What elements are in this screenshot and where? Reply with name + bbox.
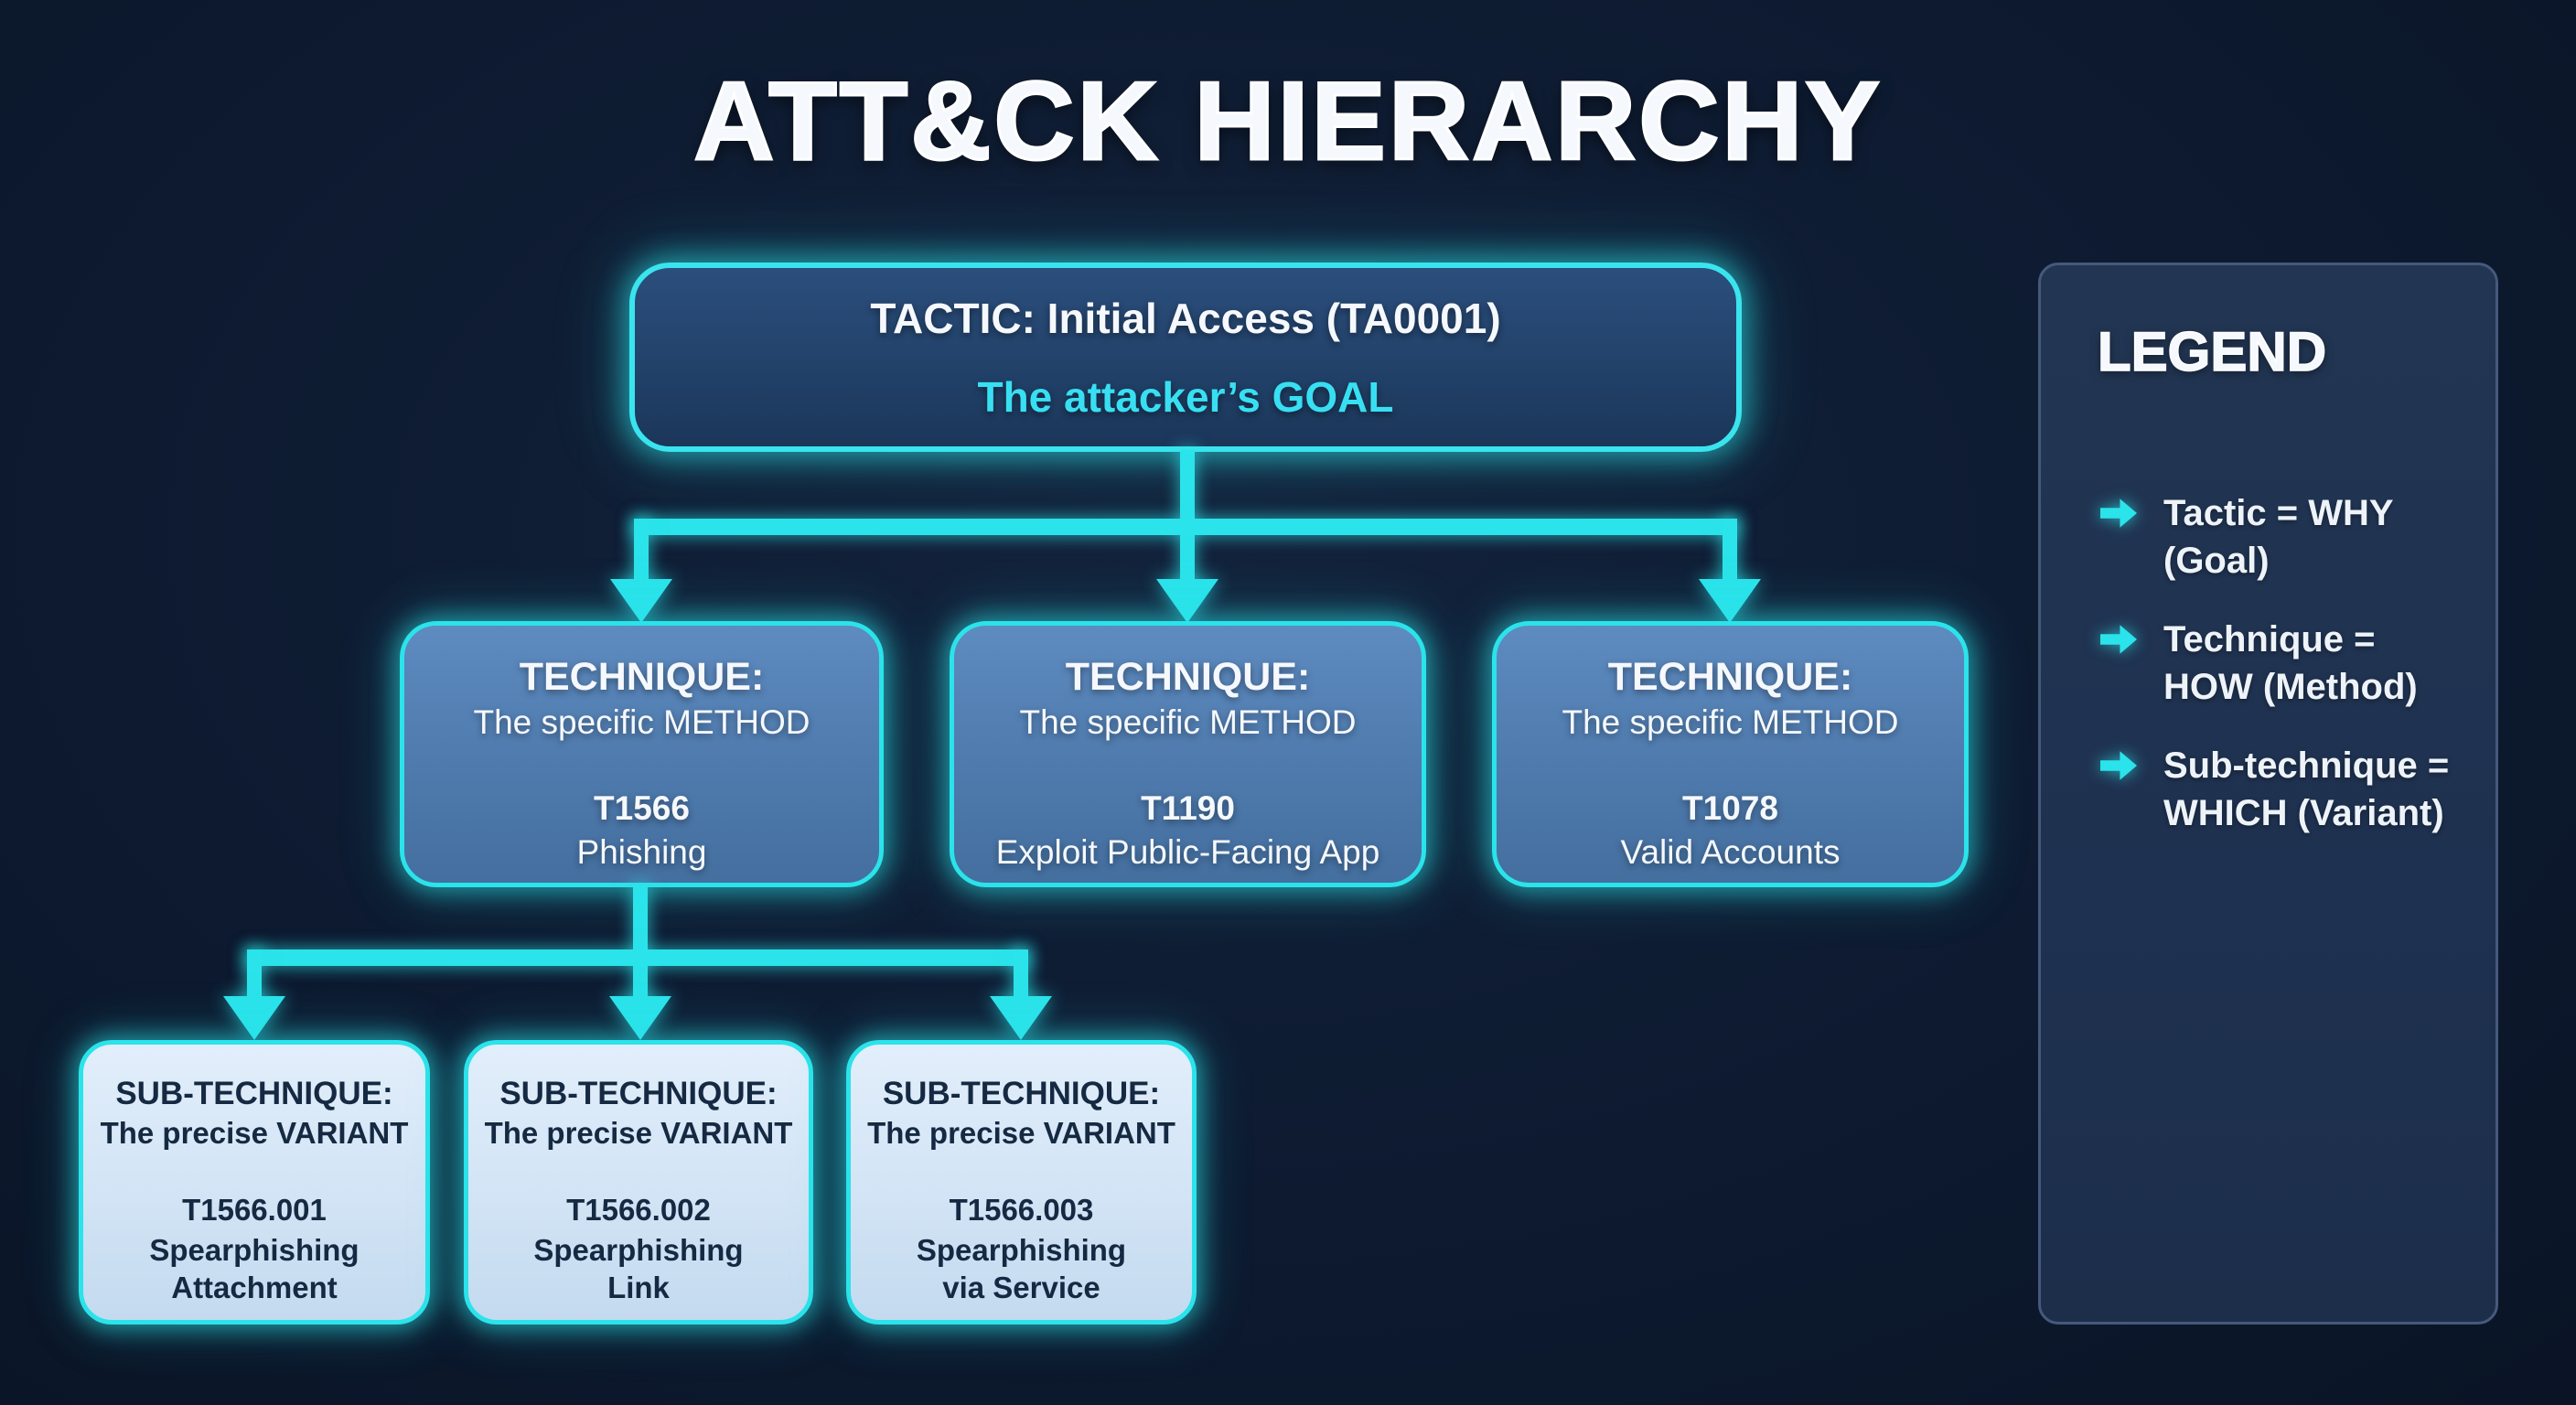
subtechnique-heading: SUB-TECHNIQUE: [499, 1076, 778, 1111]
technique-node-t1566: TECHNIQUE: The specific METHOD T1566 Phi… [400, 621, 884, 887]
legend-item-label: Technique = HOW (Method) [2163, 619, 2418, 707]
technique-heading: TECHNIQUE: [1607, 655, 1853, 699]
subtechnique-id: T1566.002 [566, 1193, 711, 1227]
technique-heading: TECHNIQUE: [519, 655, 765, 699]
technique-name: Phishing [576, 833, 707, 871]
subtechnique-subtitle: The precise VARIANT [484, 1116, 793, 1150]
connector-drop-right [1723, 519, 1737, 590]
technique-id: T1566 [594, 789, 690, 827]
technique-node-t1078: TECHNIQUE: The specific METHOD T1078 Val… [1492, 621, 1969, 887]
arrow-down-icon [1699, 579, 1761, 623]
arrow-down-icon [1156, 579, 1218, 623]
technique-id: T1190 [1141, 789, 1235, 827]
connector-tactic-branch-bar [634, 519, 1737, 535]
legend-item-tactic: Tactic = WHY (Goal) [2098, 489, 2452, 585]
legend-title: LEGEND [2097, 320, 2327, 383]
tactic-node: TACTIC: Initial Access (TA0001) The atta… [629, 263, 1742, 452]
subtechnique-name: Spearphishing via Service [916, 1233, 1127, 1305]
connector-drop-left [634, 519, 649, 590]
subtechnique-name: Spearphishing Attachment [149, 1233, 360, 1305]
page-title: ATT&CK HIERARCHY [692, 58, 1883, 185]
arrow-down-icon [610, 579, 672, 623]
subtechnique-heading: SUB-TECHNIQUE: [115, 1076, 393, 1111]
subtechnique-id: T1566.001 [182, 1193, 327, 1227]
subtechnique-name: Spearphishing Link [533, 1233, 744, 1305]
subtechnique-heading: SUB-TECHNIQUE: [882, 1076, 1161, 1111]
legend-panel: LEGEND Tactic = WHY (Goal) Technique = H… [2038, 263, 2498, 1325]
technique-name: Valid Accounts [1620, 833, 1841, 871]
arrow-right-icon [2100, 751, 2137, 780]
arrow-right-icon [2100, 625, 2137, 654]
subtechnique-node-t1566-001: SUB-TECHNIQUE: The precise VARIANT T1566… [79, 1040, 430, 1325]
connector-drop-right [1014, 949, 1028, 1006]
legend-items: Tactic = WHY (Goal) Technique = HOW (Met… [2098, 489, 2452, 837]
technique-subtitle: The specific METHOD [1562, 703, 1899, 741]
connector-drop-left [247, 949, 262, 1006]
legend-item-label: Sub-technique = WHICH (Variant) [2163, 745, 2450, 833]
legend-item-label: Tactic = WHY (Goal) [2163, 493, 2393, 581]
technique-id: T1078 [1682, 789, 1778, 827]
arrow-down-icon [609, 996, 671, 1040]
connector-subtechnique-branch-bar [247, 949, 1028, 966]
legend-item-technique: Technique = HOW (Method) [2098, 616, 2452, 711]
arrow-down-icon [990, 996, 1052, 1040]
subtechnique-node-t1566-003: SUB-TECHNIQUE: The precise VARIANT T1566… [846, 1040, 1197, 1325]
tactic-heading: TACTIC: Initial Access (TA0001) [870, 294, 1501, 342]
technique-heading: TECHNIQUE: [1065, 655, 1311, 699]
tactic-subtitle: The attacker’s GOAL [977, 372, 1394, 421]
technique-subtitle: The specific METHOD [473, 703, 810, 741]
connector-technique-trunk [633, 885, 648, 1004]
subtechnique-node-t1566-002: SUB-TECHNIQUE: The precise VARIANT T1566… [464, 1040, 813, 1325]
arrow-down-icon [223, 996, 285, 1040]
subtechnique-id: T1566.003 [949, 1193, 1094, 1227]
arrow-right-icon [2100, 499, 2137, 528]
technique-subtitle: The specific METHOD [1019, 703, 1357, 741]
subtechnique-subtitle: The precise VARIANT [867, 1116, 1175, 1150]
subtechnique-subtitle: The precise VARIANT [100, 1116, 409, 1150]
legend-item-subtechnique: Sub-technique = WHICH (Variant) [2098, 742, 2452, 837]
technique-name: Exploit Public-Facing App [995, 833, 1380, 871]
technique-node-t1190: TECHNIQUE: The specific METHOD T1190 Exp… [950, 621, 1426, 887]
